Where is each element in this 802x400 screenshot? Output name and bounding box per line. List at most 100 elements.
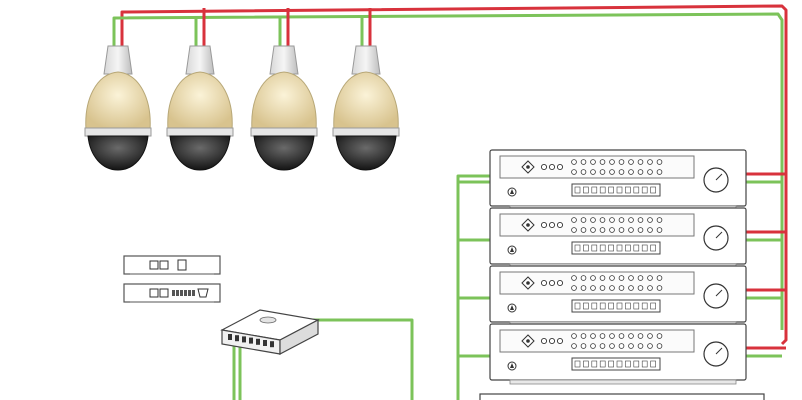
camera-band (250, 127, 318, 137)
camera-mount (185, 45, 215, 75)
junction-green-wire (292, 318, 414, 400)
camera-lens-dome (87, 135, 149, 171)
display-key (616, 244, 623, 252)
camera-band (84, 127, 152, 137)
display-key (583, 244, 589, 252)
terminal-pin (188, 290, 191, 296)
keypad-button (628, 343, 634, 349)
camera-dome (333, 71, 399, 131)
keypad-button (618, 227, 625, 233)
keypad-button (580, 159, 587, 165)
controller-button (540, 337, 548, 345)
terminal-pin (180, 290, 183, 296)
display-key (625, 360, 631, 368)
keypad-button (656, 275, 663, 281)
keypad-button (637, 343, 644, 349)
keypad-button (647, 343, 653, 349)
keypad-button (628, 169, 634, 175)
keypad-button (609, 285, 615, 291)
display-key (599, 302, 606, 310)
keypad-button (590, 343, 596, 349)
keypad-button (580, 169, 587, 175)
keypad-button (571, 227, 577, 233)
display-key (574, 244, 581, 252)
power-symbol-icon (510, 363, 514, 368)
joystick-center-icon (526, 339, 530, 343)
keypad-button (656, 169, 663, 175)
ethernet-port-icon (149, 260, 159, 270)
keypad-button (647, 227, 653, 233)
joystick-center-icon (526, 165, 530, 169)
keypad-button (599, 343, 606, 349)
keypad-button (590, 275, 596, 281)
display-key (608, 302, 614, 310)
controller-panel (499, 329, 695, 353)
camera-band (332, 127, 400, 137)
keyboard-controller-3 (489, 265, 747, 327)
camera-lens-dome (253, 135, 315, 171)
keypad-button (656, 227, 663, 233)
keypad-button (647, 169, 653, 175)
wiring-layer (112, 4, 788, 400)
keypad-button (656, 217, 663, 223)
keypad-button (637, 159, 644, 165)
keypad-button (571, 343, 577, 349)
camera-mount (351, 45, 381, 75)
junction-terminal (256, 338, 260, 345)
keypad-button (590, 159, 596, 165)
display-key (591, 360, 598, 368)
display-key (641, 302, 648, 310)
keypad-button (647, 159, 653, 165)
keypad-button (637, 169, 644, 175)
controller-group (489, 149, 747, 385)
keypad-button (590, 169, 596, 175)
display-key (591, 244, 598, 252)
camera-mount (103, 45, 133, 75)
controller-button (556, 221, 564, 229)
display-key (633, 186, 640, 194)
camera-mount (269, 45, 299, 75)
keypad-button (599, 217, 606, 223)
display-key (583, 360, 589, 368)
converter-body (123, 255, 221, 275)
keypad-button (609, 159, 615, 165)
display-key (650, 360, 656, 368)
junction-side (279, 319, 319, 355)
controller-button (548, 163, 556, 171)
controller-button (548, 337, 556, 345)
keypad-button (580, 285, 587, 291)
camera-4 (332, 45, 400, 171)
camera-2 (166, 45, 234, 171)
ethernet-port-icon (159, 260, 169, 270)
display-key (599, 360, 606, 368)
keypad-button (580, 275, 587, 281)
keypad-button (628, 285, 634, 291)
keypad-button (637, 227, 644, 233)
keypad-button (637, 285, 644, 291)
display-key (574, 360, 581, 368)
keypad-button (571, 275, 577, 281)
keypad-button (599, 169, 606, 175)
keypad-button (637, 275, 644, 281)
display-key (583, 186, 589, 194)
keypad-button (656, 159, 663, 165)
display-key (608, 186, 614, 194)
keypad-button (599, 159, 606, 165)
display-key (625, 186, 631, 194)
jog-knob-pointer (715, 289, 723, 297)
keyboard-controller-4 (489, 323, 747, 385)
keypad-button (618, 169, 625, 175)
jog-knob-pointer (715, 173, 723, 181)
joystick-center-icon (526, 223, 530, 227)
camera-dome (167, 71, 233, 131)
display-key (608, 244, 614, 252)
display-key (641, 186, 648, 194)
keypad-button (599, 333, 606, 339)
junction-terminal (270, 341, 274, 348)
display-key (583, 302, 589, 310)
keypad-button (590, 227, 596, 233)
controller-button (548, 221, 556, 229)
keypad-button (609, 333, 615, 339)
keypad-button (599, 275, 606, 281)
